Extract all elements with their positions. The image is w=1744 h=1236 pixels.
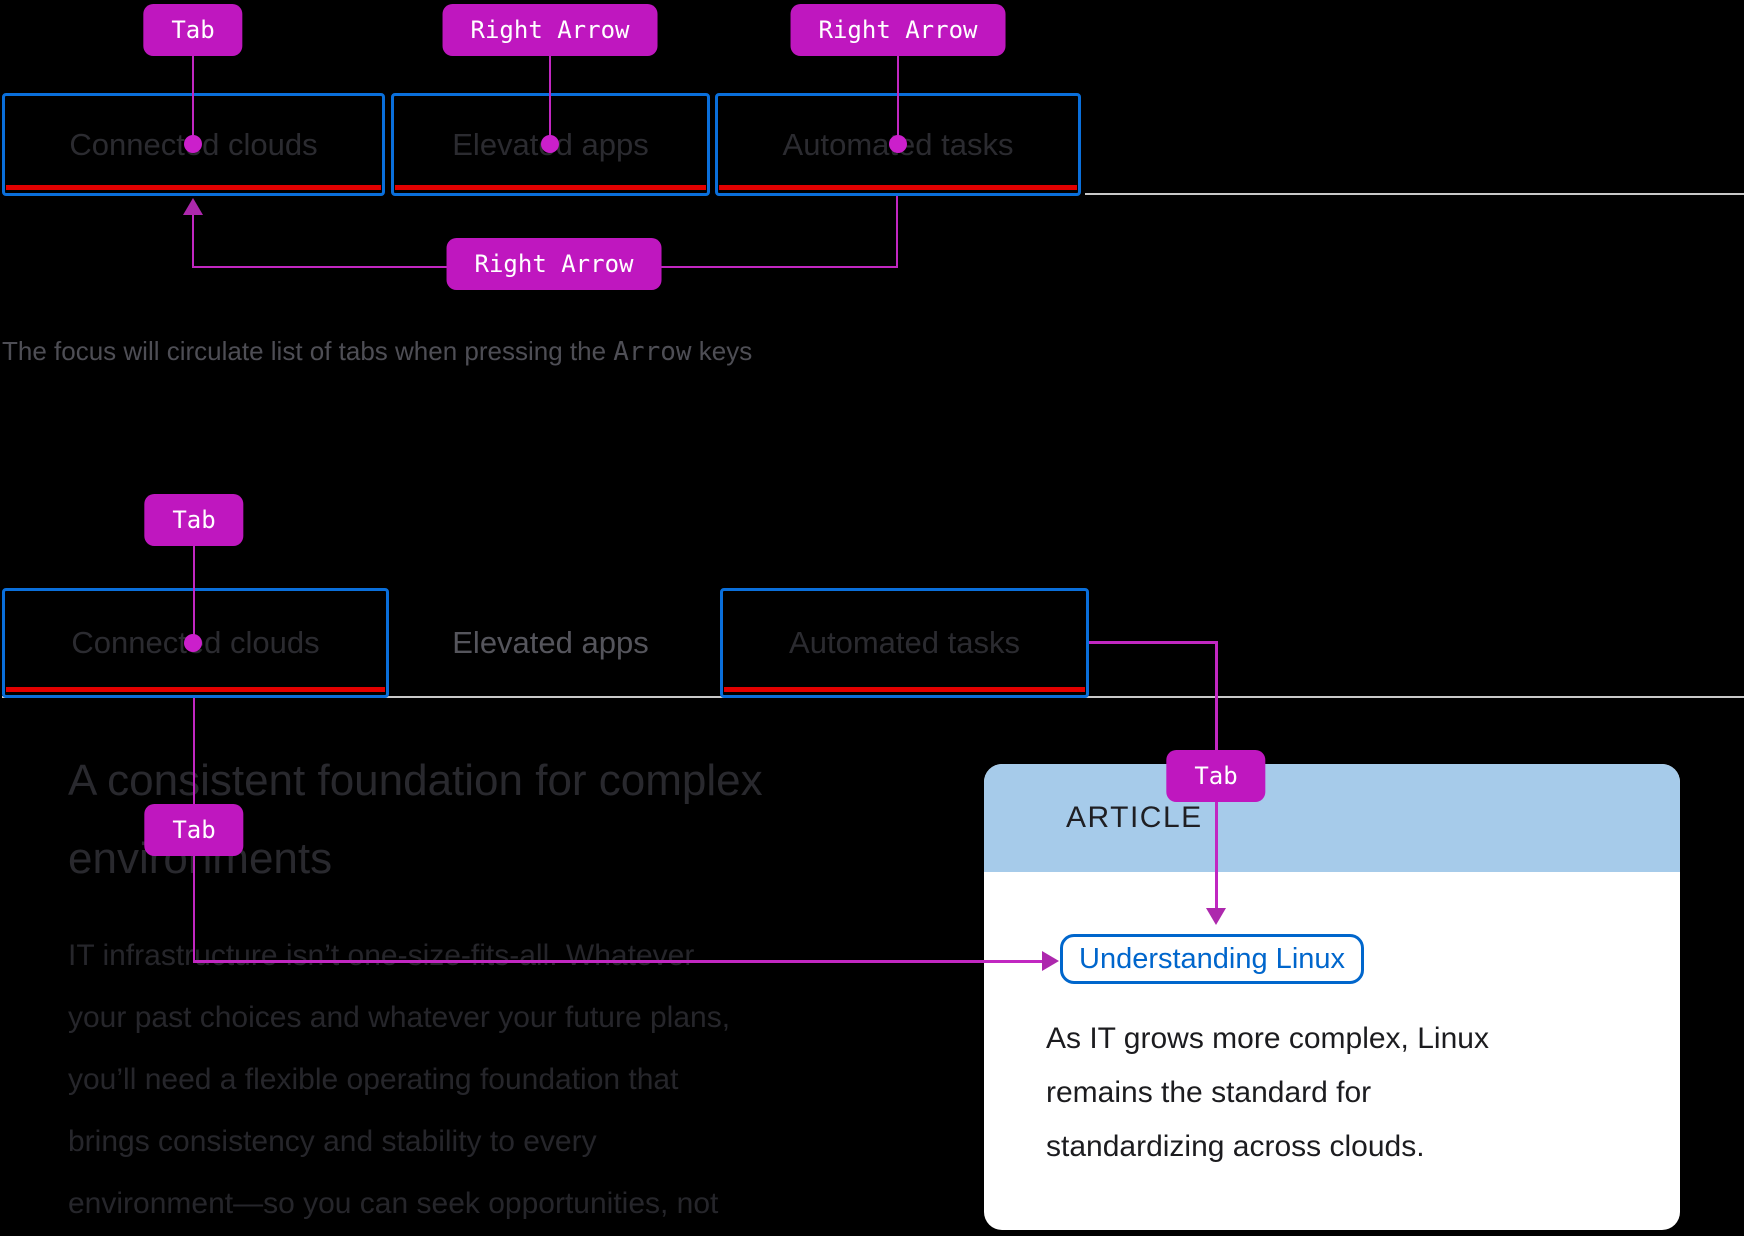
- keycap-right-arrow: Right Arrow: [446, 238, 662, 290]
- caption-text: The focus will circulate list of tabs wh…: [2, 336, 614, 366]
- keycap-tab: Tab: [1166, 750, 1266, 802]
- caption-code-arrow: Arrow: [613, 337, 692, 367]
- tab-underline: [1085, 193, 1744, 195]
- tab-label: Elevated apps: [452, 625, 649, 660]
- keycap-tab: Tab: [144, 804, 244, 856]
- loop-connector-line: [192, 214, 194, 268]
- leader-line: [549, 54, 551, 145]
- keycap-tab: Tab: [143, 4, 243, 56]
- focus-dot: [184, 634, 202, 652]
- focus-dot: [184, 135, 202, 153]
- leader-line: [192, 54, 194, 145]
- tab-flow-connector-line: [193, 960, 1044, 963]
- active-tab-indicator: [719, 185, 1077, 190]
- article-card-header: ARTICLE: [984, 764, 1680, 872]
- keycap-right-arrow: Right Arrow: [790, 4, 1006, 56]
- page-paragraph: IT infrastructure isn’t one-size-fits-al…: [68, 939, 731, 1220]
- article-card: ARTICLE: [984, 764, 1680, 1230]
- focus-dot: [541, 135, 559, 153]
- active-tab-indicator: [395, 185, 706, 190]
- active-tab-indicator: [6, 687, 385, 692]
- tab-label: Automated tasks: [789, 625, 1020, 660]
- keycap-right-arrow: Right Arrow: [442, 4, 658, 56]
- tab-automated-tasks[interactable]: Automated tasks: [720, 588, 1089, 698]
- link-label: Understanding Linux: [1079, 942, 1346, 975]
- arrowhead-right: [1042, 951, 1059, 971]
- active-tab-indicator: [724, 687, 1085, 692]
- article-body-text: As IT grows more complex, Linux remains …: [1046, 1022, 1489, 1163]
- article-eyebrow: ARTICLE: [1066, 801, 1203, 834]
- active-tab-indicator: [6, 185, 381, 190]
- leader-line: [193, 546, 195, 638]
- focus-dot: [889, 135, 907, 153]
- leader-line: [897, 54, 899, 145]
- diagram-caption: The focus will circulate list of tabs wh…: [2, 336, 752, 367]
- keycap-tab: Tab: [144, 494, 244, 546]
- loop-connector-line: [896, 196, 898, 268]
- tab-flow-connector-line: [1089, 641, 1217, 644]
- article-link-understanding-linux[interactable]: Understanding Linux: [1060, 934, 1365, 984]
- tab-elevated-apps[interactable]: Elevated apps: [391, 588, 710, 698]
- arrowhead-down: [1206, 908, 1226, 925]
- arrowhead-up: [183, 198, 203, 215]
- caption-text: keys: [691, 336, 753, 366]
